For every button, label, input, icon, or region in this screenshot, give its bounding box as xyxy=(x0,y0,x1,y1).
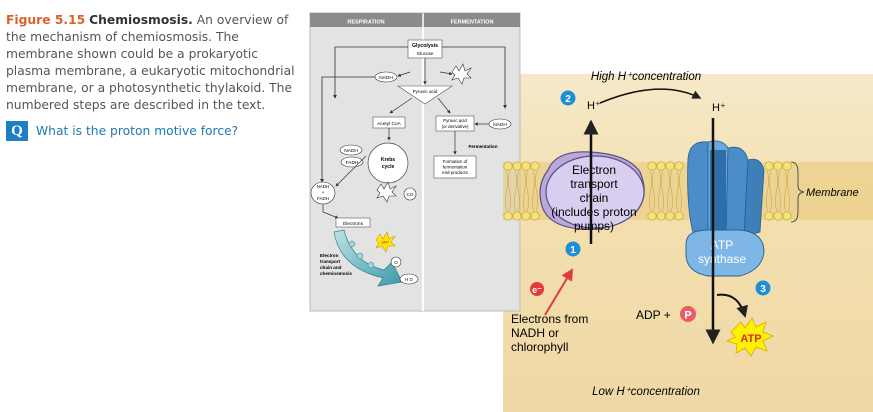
etc-arrow-band xyxy=(333,229,403,287)
h-plus-left: H⁺ xyxy=(587,100,601,112)
adp-label: ADP + xyxy=(636,308,671,322)
fermentation-header: FERMENTATION xyxy=(451,20,494,26)
step-3-badge xyxy=(755,280,771,296)
atp-synthase-label-1: ATP xyxy=(711,238,733,252)
check-question: Q What is the proton motive force? xyxy=(6,121,238,141)
formation-1: Formation of xyxy=(443,159,468,164)
krebs-label-1: Krebs xyxy=(381,157,395,163)
etc-text-4: (includes proton xyxy=(551,205,636,219)
nadh-group-label: NADH xyxy=(317,184,329,189)
atp-product-label: ATP xyxy=(740,333,761,345)
proton-diffusion-arrow xyxy=(599,88,702,104)
atp-burst-glycolysis xyxy=(451,63,472,85)
respiration-header-bar xyxy=(310,13,422,27)
etc-text-5: pumps) xyxy=(574,219,614,233)
etc-label-3: chain and xyxy=(320,265,342,270)
pyruvic-acid-funnel xyxy=(397,85,453,105)
electrons-box xyxy=(335,217,371,228)
electron-label: e⁻ xyxy=(532,285,542,295)
formation-3: end-products xyxy=(442,170,468,175)
fadh-label-krebs: FADH xyxy=(346,160,359,166)
electrons-from-1: Electrons from xyxy=(511,312,588,326)
overview-inset: RESPIRATION FERMENTATION Glycolysis Gluc… xyxy=(309,12,521,312)
fermentation-label: Fermentation xyxy=(468,144,497,149)
low-h-concentration: Low H⁺concentration xyxy=(592,386,700,398)
nadh-label-krebs: NADH xyxy=(344,148,358,154)
krebs-label-2: cycle xyxy=(382,164,395,170)
respiration-header: RESPIRATION xyxy=(347,20,384,26)
electron-input-arrow xyxy=(544,268,574,316)
atp-formation-arrow xyxy=(716,293,748,318)
atp-burst-etc xyxy=(375,231,396,253)
etc-text-3: chain xyxy=(580,191,609,205)
figure-title: Chemiosmosis. xyxy=(89,13,193,27)
pyruvic-acid-label: Pyruvic acid xyxy=(413,89,438,94)
fermentation-header-bar xyxy=(424,13,520,27)
h-plus-right: H⁺ xyxy=(712,102,726,114)
membrane-bracket xyxy=(790,161,805,223)
formation-2: fermentation xyxy=(443,165,468,170)
figure-caption: Figure 5.15 Chemiosmosis. An overview of… xyxy=(6,12,298,114)
electrons-label: Electrons xyxy=(343,221,364,227)
phosphate-subscript: i xyxy=(697,316,699,323)
acetyl-coa-label: Acetyl CoA xyxy=(377,121,402,127)
h2o-label: H O xyxy=(405,277,413,282)
figure-label: Figure 5.15 xyxy=(6,13,86,27)
step-2-badge xyxy=(560,90,576,106)
glucose-label: Glucose xyxy=(417,51,434,56)
etc-text-1: Electron xyxy=(572,163,616,177)
phosphate-label: P xyxy=(684,310,691,322)
atp-synthase: ATP synthase xyxy=(685,140,765,277)
nadh-label-fermentation: NADH xyxy=(493,122,507,128)
etc-label-1: Electron xyxy=(320,253,339,258)
membrane-label: Membrane xyxy=(806,187,859,199)
figure-description: An overview of the mechanism of chemiosm… xyxy=(6,13,295,112)
high-h-concentration: High H⁺concentration xyxy=(591,71,701,83)
electron-icon xyxy=(530,282,544,296)
atp-product-burst xyxy=(725,317,774,357)
h2o-oval xyxy=(399,273,419,285)
glycolysis-label: Glycolysis xyxy=(412,43,438,49)
formation-box xyxy=(433,155,477,179)
electron-transport-chain: Electron transport chain (includes proto… xyxy=(539,151,645,233)
plus-label: + xyxy=(322,190,325,195)
electrons-from-2: NADH or xyxy=(511,326,559,340)
nadh-label-1: NADH xyxy=(379,75,393,81)
nadh-oval-krebs xyxy=(339,144,363,156)
phosphate-icon xyxy=(680,306,696,322)
atp-burst-krebs xyxy=(376,181,397,203)
o2-circle xyxy=(390,256,402,268)
o2-label: O xyxy=(394,260,398,265)
pyruvic-derivative-1: Pyruvic acid xyxy=(443,118,467,123)
etc-label-4: chemiosmosis xyxy=(320,271,352,276)
fadh-group-label: FADH xyxy=(317,196,329,201)
question-icon: Q xyxy=(6,121,28,141)
krebs-cycle-circle xyxy=(367,142,409,184)
atp-synthase-label-2: synthase xyxy=(698,252,746,266)
step-3-label: 3 xyxy=(760,284,766,295)
pyruvic-derivative-2: (or derivative) xyxy=(442,124,469,129)
etc-text-2: transport xyxy=(570,177,618,191)
co2-circle xyxy=(403,187,417,201)
etc-label-2: transport xyxy=(320,259,341,264)
electrons-from-3: chlorophyll xyxy=(511,340,568,354)
question-text: What is the proton motive force? xyxy=(36,124,239,138)
atp-label-etc: ATP xyxy=(381,240,389,245)
step-2-label: 2 xyxy=(565,94,571,105)
step-1-badge xyxy=(565,241,581,257)
co2-label: CO xyxy=(407,192,414,197)
step-1-label: 1 xyxy=(570,245,576,256)
